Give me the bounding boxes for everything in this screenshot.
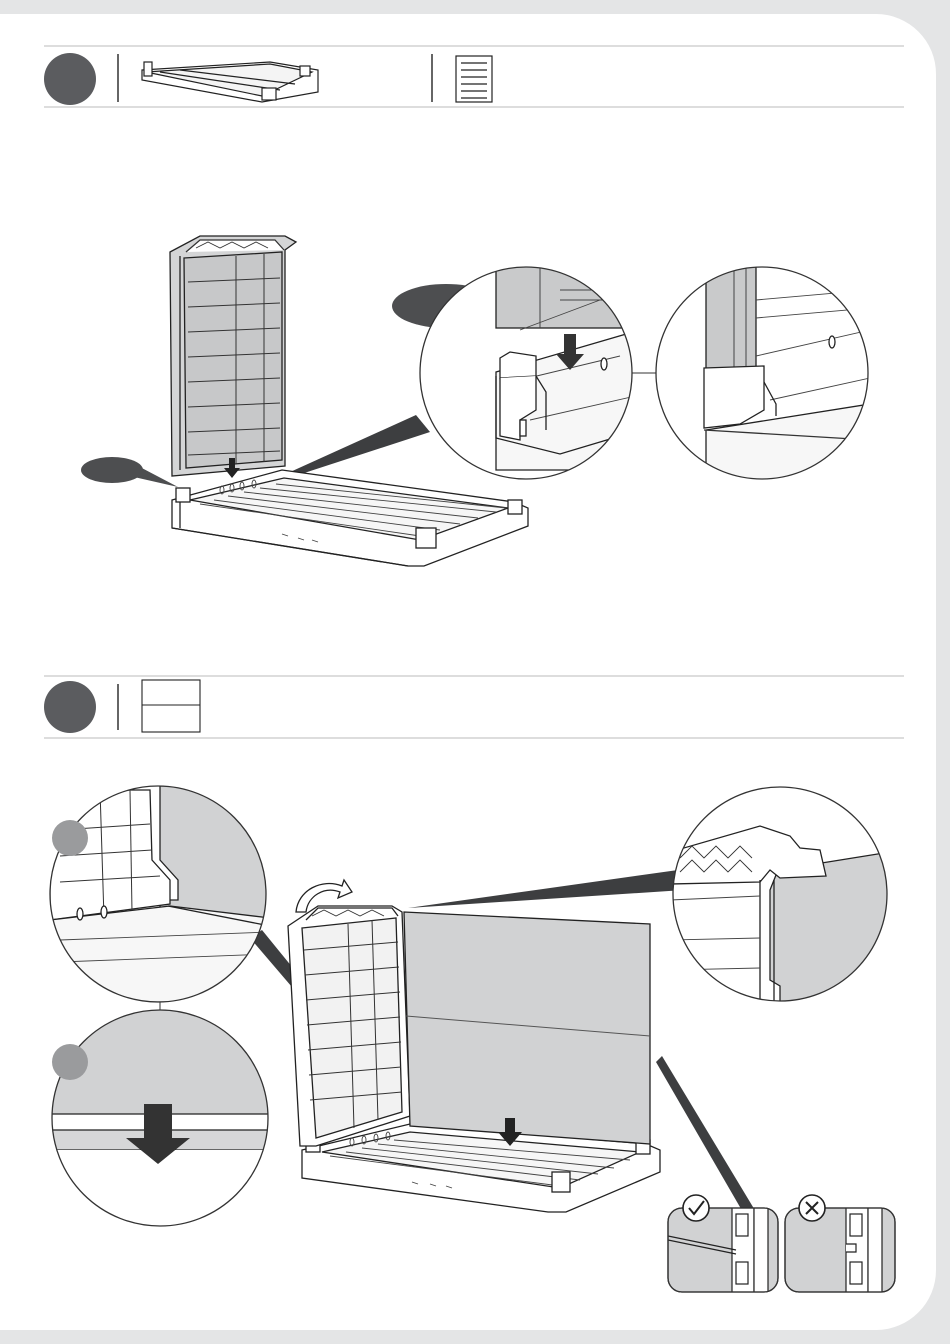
detail-badge-a — [52, 820, 88, 856]
step-2-badge — [44, 681, 96, 733]
check-icon — [683, 1195, 709, 1221]
wall-panel-gray — [404, 912, 650, 1144]
top-corner-detail — [670, 787, 890, 1004]
side-panel-standing — [170, 236, 296, 476]
step-2-header — [44, 676, 904, 738]
base-tray — [172, 470, 528, 566]
check-wrong-thumbnail — [785, 1195, 895, 1292]
step-1-header — [44, 46, 904, 107]
check-correct-thumbnail — [668, 1195, 778, 1292]
side-panel-part-thumbnail — [456, 56, 492, 102]
connector-detail-after — [656, 262, 870, 480]
base-tray-part-thumbnail — [142, 62, 318, 102]
speech-bubble-small — [81, 457, 178, 487]
callout-wedge-bottom-right — [656, 1056, 756, 1214]
wall-panel-part-thumbnail — [142, 680, 200, 732]
step-1-badge — [44, 53, 96, 105]
side-panel-step2 — [288, 906, 410, 1146]
detail-badge-b — [52, 1044, 88, 1080]
callout-wedge-top-right — [408, 870, 684, 908]
slide-down-detail — [50, 1010, 270, 1230]
bottom-edge-detail — [50, 786, 270, 1002]
